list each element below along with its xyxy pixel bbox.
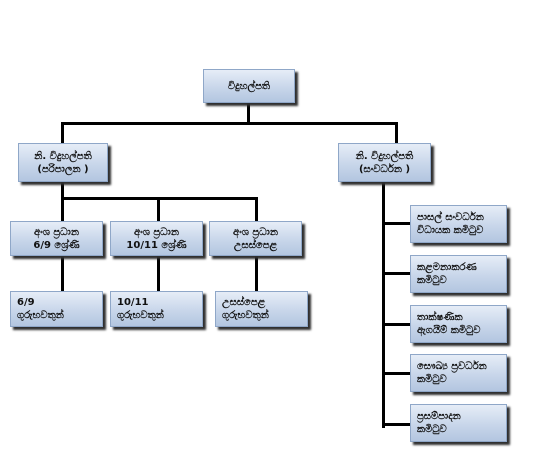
- node-section-head-grade-10-11-line-2: 10/11 ශ්‍රේණි: [126, 239, 187, 251]
- connector-to-dev: [395, 122, 398, 143]
- node-committee-management-line-1: කළමනාකරණ: [417, 262, 477, 273]
- node-committee-health-promotion-line-2: කමිටුව: [417, 374, 447, 385]
- node-deputy-development-line-1: නි. විදුහල්පති: [355, 150, 414, 162]
- node-section-head-advanced-level-line-1: අංශ ප්‍රධාන: [233, 226, 278, 238]
- node-committee-management-line-2: කමිටුව: [417, 275, 447, 286]
- node-teachers-grade-6-9-line-1: 6/9: [17, 297, 35, 308]
- node-teachers-grade-10-11-line-1: 10/11: [117, 297, 149, 308]
- node-teachers-advanced-level-line-2: ගුරුභවතුන්: [222, 310, 269, 321]
- node-section-head-grade-6-9-line-2: 6/9 ශ්‍රේණි: [33, 239, 80, 251]
- node-teachers-grade-6-9-line-2: ගුරුභවතුන්: [17, 310, 64, 321]
- node-section-head-advanced-level-line-2: උසස්පෙළ: [233, 239, 278, 251]
- node-committee-management: කළමනාකරණ කමිටුව: [410, 255, 507, 293]
- connector-to-g69: [61, 197, 64, 221]
- node-deputy-development: නි. විදුහල්පති (සංවර්ධන ): [338, 143, 431, 182]
- connector-to-tech: [382, 323, 410, 326]
- node-committee-health-promotion-line-1: සෞඛ්‍ය ප්‍රවර්ධන: [417, 361, 487, 372]
- connector-to-al: [255, 197, 258, 221]
- connector-admin-down: [61, 182, 64, 198]
- connector-to-prod: [382, 423, 410, 426]
- connector-to-mgmt: [382, 272, 410, 275]
- node-committee-school-development-line-2: විධායක කමිටුව: [417, 225, 484, 236]
- node-teachers-advanced-level-line-1: උසස්පෙළ: [222, 297, 266, 308]
- connector-to-g1011: [157, 197, 160, 221]
- node-teachers-grade-6-9: 6/9 ගුරුභවතුන්: [10, 291, 103, 327]
- node-committee-procurement-line-2: කමිටුව: [417, 424, 447, 435]
- node-committee-technical-evaluation-line-2: ඇගයීම් කමිටුව: [417, 325, 481, 336]
- node-committee-technical-evaluation: තාක්ෂණික ඇගයීම් කමිටුව: [410, 305, 507, 343]
- connector-root-down: [247, 103, 250, 124]
- connector-to-health: [382, 372, 410, 375]
- node-principal-line-1: විදුහල්පති: [227, 80, 271, 92]
- node-committee-school-development-line-1: පාසල් සංවර්ධන: [417, 212, 484, 223]
- node-deputy-admin: නි. විදුහල්පති (පරිපාලන ): [18, 143, 108, 182]
- node-committee-technical-evaluation-line-1: තාක්ෂණික: [417, 312, 463, 323]
- node-teachers-grade-10-11-line-2: ගුරුභවතුන්: [117, 310, 164, 321]
- connector-to-admin: [61, 122, 64, 143]
- node-principal: විදුහල්පති: [203, 69, 295, 103]
- node-committee-school-development: පාසල් සංවර්ධන විධායක කමිටුව: [410, 205, 507, 243]
- connector-g1011-down: [157, 256, 160, 291]
- node-deputy-development-line-2: (සංවර්ධන ): [358, 163, 411, 175]
- connector-top-horizontal: [61, 122, 397, 125]
- connector-to-sdc: [382, 222, 410, 225]
- node-teachers-grade-10-11: 10/11 ගුරුභවතුන්: [110, 291, 203, 327]
- node-section-head-advanced-level: අංශ ප්‍රධාන උසස්පෙළ: [209, 221, 302, 256]
- node-committee-procurement-line-1: ප්‍රසම්පාදන: [417, 411, 461, 422]
- node-committee-health-promotion: සෞඛ්‍ය ප්‍රවර්ධන කමිටුව: [410, 354, 507, 392]
- node-committee-procurement: ප්‍රසම්පාදන කමිටුව: [410, 404, 507, 442]
- node-deputy-admin-line-1: නි. විදුහල්පති: [34, 150, 92, 162]
- node-section-head-grade-6-9: අංශ ප්‍රධාන 6/9 ශ්‍රේණි: [10, 221, 103, 256]
- connector-dev-down: [382, 182, 385, 428]
- node-teachers-advanced-level: උසස්පෙළ ගුරුභවතුන්: [215, 291, 308, 327]
- node-section-head-grade-6-9-line-1: අංශ ප්‍රධාන: [34, 226, 79, 238]
- node-section-head-grade-10-11: අංශ ප්‍රධාන 10/11 ශ්‍රේණි: [110, 221, 203, 256]
- node-section-head-grade-10-11-line-1: අංශ ප්‍රධාන: [134, 226, 179, 238]
- connector-al-down: [255, 256, 258, 291]
- node-deputy-admin-line-2: (පරිපාලන ): [37, 163, 89, 175]
- connector-g69-down: [61, 256, 64, 291]
